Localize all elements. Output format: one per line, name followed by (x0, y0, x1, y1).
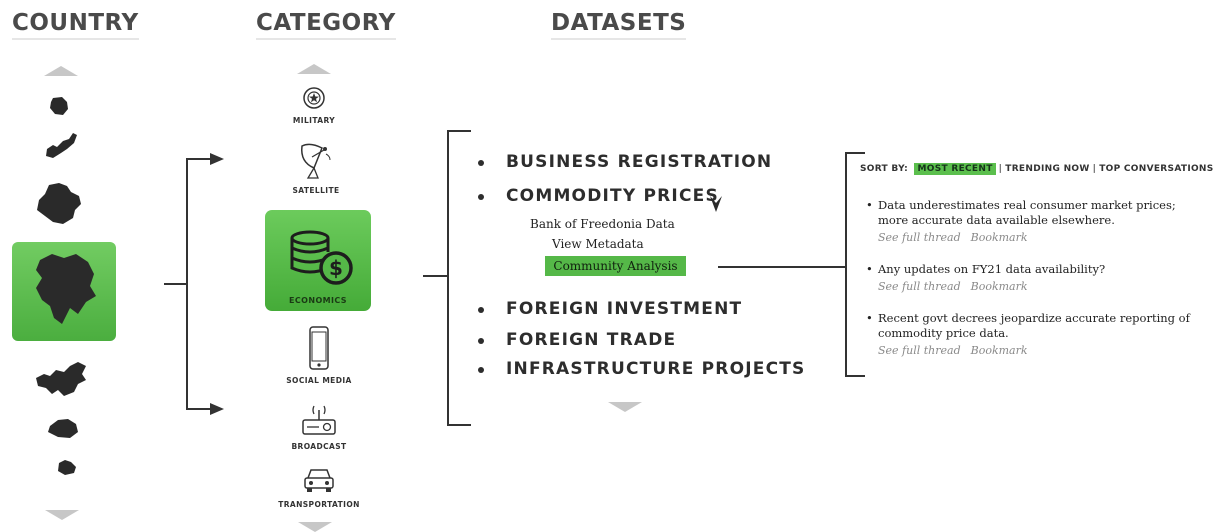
connector-category-horizontal (423, 275, 449, 277)
sort-trending-now-option[interactable]: TRENDING NOW (1005, 164, 1090, 174)
category-broadcast[interactable]: BROADCAST (284, 402, 354, 451)
comment-2: • Any updates on FY21 data availability?… (866, 262, 1201, 294)
category-broadcast-label: BROADCAST (291, 442, 347, 451)
category-social-media-label: SOCIAL MEDIA (286, 376, 352, 385)
comment-3-see-full-thread-link[interactable]: See full thread (878, 344, 961, 357)
bank-of-freedonia-data-link[interactable]: Bank of Freedonia Data (530, 217, 675, 231)
discussion-bracket-vertical (845, 152, 847, 377)
commodity-prices-expand-chevron-icon[interactable] (709, 194, 723, 214)
sort-bar: SORT BY: MOST RECENT|TRENDING NOW|TOP CO… (860, 163, 1214, 175)
category-economics-selected[interactable]: $ ECONOMICS (265, 210, 371, 311)
view-metadata-link[interactable]: View Metadata (552, 237, 644, 251)
discussion-bracket-bottom (845, 375, 865, 377)
comment-3: • Recent govt decrees jeopardize accurat… (866, 311, 1201, 358)
connector-country-vertical (186, 158, 188, 410)
comment-2-bookmark-link[interactable]: Bookmark (970, 280, 1028, 293)
satellite-dish-icon (301, 143, 331, 179)
military-medal-icon (303, 87, 325, 109)
country-header: COUNTRY (12, 10, 139, 40)
sort-most-recent-option[interactable]: MOST RECENT (914, 163, 996, 175)
smartphone-icon (309, 326, 329, 370)
category-satellite[interactable]: SATELLITE (284, 140, 348, 195)
datasets-header: DATASETS (551, 10, 687, 40)
economics-coins-dollar-icon: $ (290, 230, 353, 285)
sort-by-label: SORT BY: (860, 164, 909, 174)
category-military[interactable]: MILITARY (284, 86, 344, 125)
comment-1-see-full-thread-link[interactable]: See full thread (878, 231, 961, 244)
car-icon (304, 469, 334, 492)
comment-1-bookmark-link[interactable]: Bookmark (970, 231, 1028, 244)
category-economics-label: ECONOMICS (289, 296, 347, 305)
country-shape-1[interactable] (48, 95, 70, 117)
comment-2-see-full-thread-link[interactable]: See full thread (878, 280, 961, 293)
connector-top-arrowhead (210, 153, 224, 165)
datasets-bracket-vertical (447, 130, 449, 426)
comment-3-bookmark-link[interactable]: Bookmark (970, 344, 1028, 357)
comment-2-text: Any updates on FY21 data availability? (878, 262, 1106, 276)
category-scroll-down-arrow[interactable] (298, 522, 332, 532)
dataset-business-registration[interactable]: BUSINESS REGISTRATION (478, 152, 772, 172)
dataset-commodity-prices[interactable]: COMMODITY PRICES (478, 186, 719, 206)
selected-country-tile[interactable] (12, 242, 116, 341)
dataset-foreign-trade[interactable]: FOREIGN TRADE (478, 330, 676, 350)
datasets-scroll-down-arrow[interactable] (608, 402, 642, 412)
connector-bottom-arrowhead (210, 403, 224, 415)
comment-3-text: Recent govt decrees jeopardize accurate … (878, 311, 1190, 340)
country-shape-3[interactable] (35, 182, 83, 226)
category-satellite-label: SATELLITE (292, 186, 340, 195)
country-shape-5[interactable] (46, 416, 80, 440)
connector-top-branch (186, 158, 212, 160)
category-transportation[interactable]: TRANSPORTATION (276, 466, 362, 509)
community-analysis-button[interactable]: Community Analysis (545, 256, 686, 276)
category-military-label: MILITARY (292, 116, 336, 125)
comment-1-text: Data underestimates real consumer market… (878, 198, 1176, 227)
sort-top-conversations-option[interactable]: TOP CONVERSATIONS (1099, 164, 1214, 174)
country-shape-4[interactable] (34, 360, 90, 400)
category-social-media[interactable]: SOCIAL MEDIA (284, 326, 354, 385)
country-scroll-up-arrow[interactable] (44, 66, 78, 76)
discussion-bracket-top (845, 152, 865, 154)
category-scroll-up-arrow[interactable] (297, 64, 331, 74)
svg-text:$: $ (329, 256, 343, 280)
datasets-bracket-top (447, 130, 471, 132)
comment-1: • Data underestimates real consumer mark… (866, 198, 1201, 245)
country-shape-2[interactable] (43, 131, 81, 161)
broadcast-radio-icon (302, 405, 336, 435)
connector-bottom-branch (186, 408, 212, 410)
connector-community-horizontal (718, 266, 846, 268)
category-header: CATEGORY (256, 10, 396, 40)
country-shape-6[interactable] (55, 457, 79, 477)
dataset-infrastructure-projects[interactable]: INFRASTRUCTURE PROJECTS (478, 359, 806, 379)
category-transportation-label: TRANSPORTATION (278, 500, 360, 509)
selected-country-shape (36, 254, 96, 324)
connector-country-horizontal (164, 283, 187, 285)
country-scroll-down-arrow[interactable] (45, 510, 79, 520)
dataset-foreign-investment[interactable]: FOREIGN INVESTMENT (478, 299, 742, 319)
datasets-bracket-bottom (447, 424, 471, 426)
